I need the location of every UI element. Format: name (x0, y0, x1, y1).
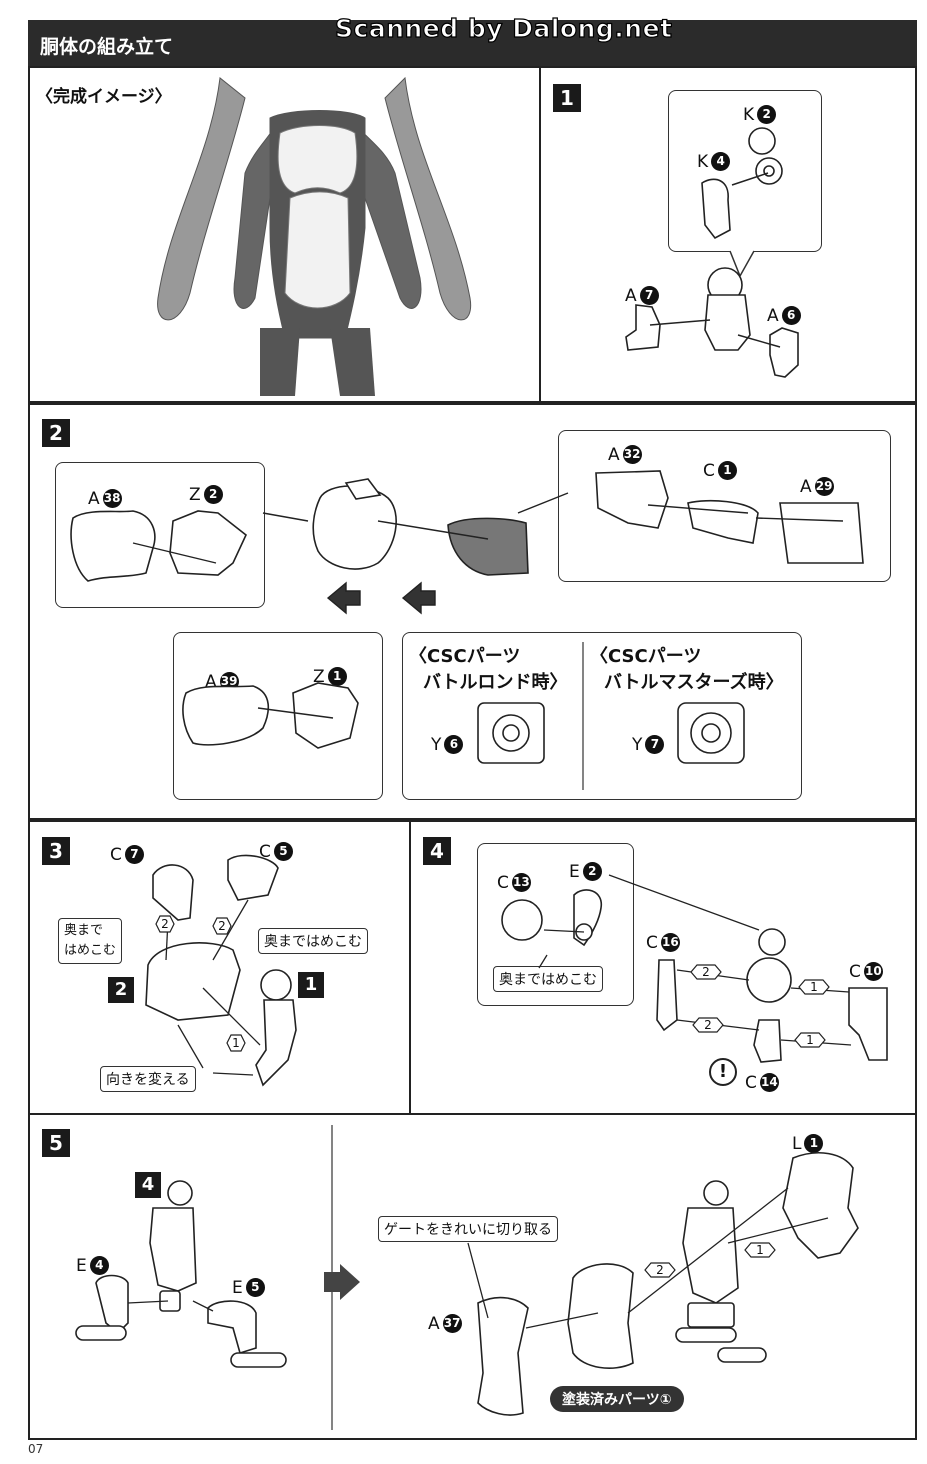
csc-rond-heading: 〈CSCパーツバトルロンド時〉 (409, 646, 568, 693)
step-2-parts-drawing (70, 470, 864, 764)
note-insert-fully: 奥まではめこむ (493, 966, 603, 992)
order-2: 2 (656, 1263, 664, 1277)
step-5-ref-4: 4 (135, 1172, 161, 1198)
note-change-direction: 向きを変える (100, 1066, 196, 1092)
step-1-detail-box (668, 90, 822, 252)
step-3-parts-drawing: 2 2 1 (145, 854, 297, 1087)
step-5-parts-drawing: 2 1 (75, 1152, 859, 1416)
warning-icon: ! (709, 1058, 737, 1086)
csc-masters-heading: 〈CSCパーツバトルマスターズ時〉 (590, 646, 784, 693)
csc-divider (582, 642, 584, 790)
note-insert-fully-right: 奥まではめこむ (258, 928, 368, 954)
step-1-number: 1 (553, 84, 581, 112)
section-title: 胴体の組み立て (40, 36, 174, 58)
order-2a: 2 (161, 917, 169, 931)
step-4-parts-drawing: 2 1 2 1 (501, 874, 888, 1063)
order-1a: 1 (810, 980, 818, 994)
step-5-number: 5 (42, 1129, 70, 1157)
note-cut-gate-cleanly: ゲートをきれいに切り取る (378, 1216, 558, 1242)
section-header-bar (28, 20, 917, 66)
step-3-ref-2: 2 (108, 977, 134, 1003)
scan-watermark: Scanned by Dalong.net (334, 13, 673, 43)
order-1b: 1 (806, 1033, 814, 1047)
figure-illustration (157, 76, 472, 396)
preview-title: 〈完成イメージ〉 (36, 87, 172, 107)
step-3-number: 3 (42, 837, 70, 865)
order-1: 1 (232, 1036, 240, 1050)
step-4-number: 4 (423, 837, 451, 865)
next-step-arrow-icon (324, 1264, 360, 1300)
painted-parts-badge: 塗装済みパーツ① (550, 1386, 684, 1412)
note-insert-fully-left: 奥まではめこむ (58, 918, 123, 964)
step-3-ref-1: 1 (298, 972, 324, 998)
order-1: 1 (756, 1243, 764, 1257)
step-1-parts-drawing (625, 127, 799, 378)
step-2-number: 2 (42, 419, 70, 447)
page-number: 07 (28, 1442, 44, 1456)
order-2a: 2 (702, 965, 710, 979)
order-2b: 2 (704, 1018, 712, 1032)
order-2b: 2 (218, 919, 226, 933)
